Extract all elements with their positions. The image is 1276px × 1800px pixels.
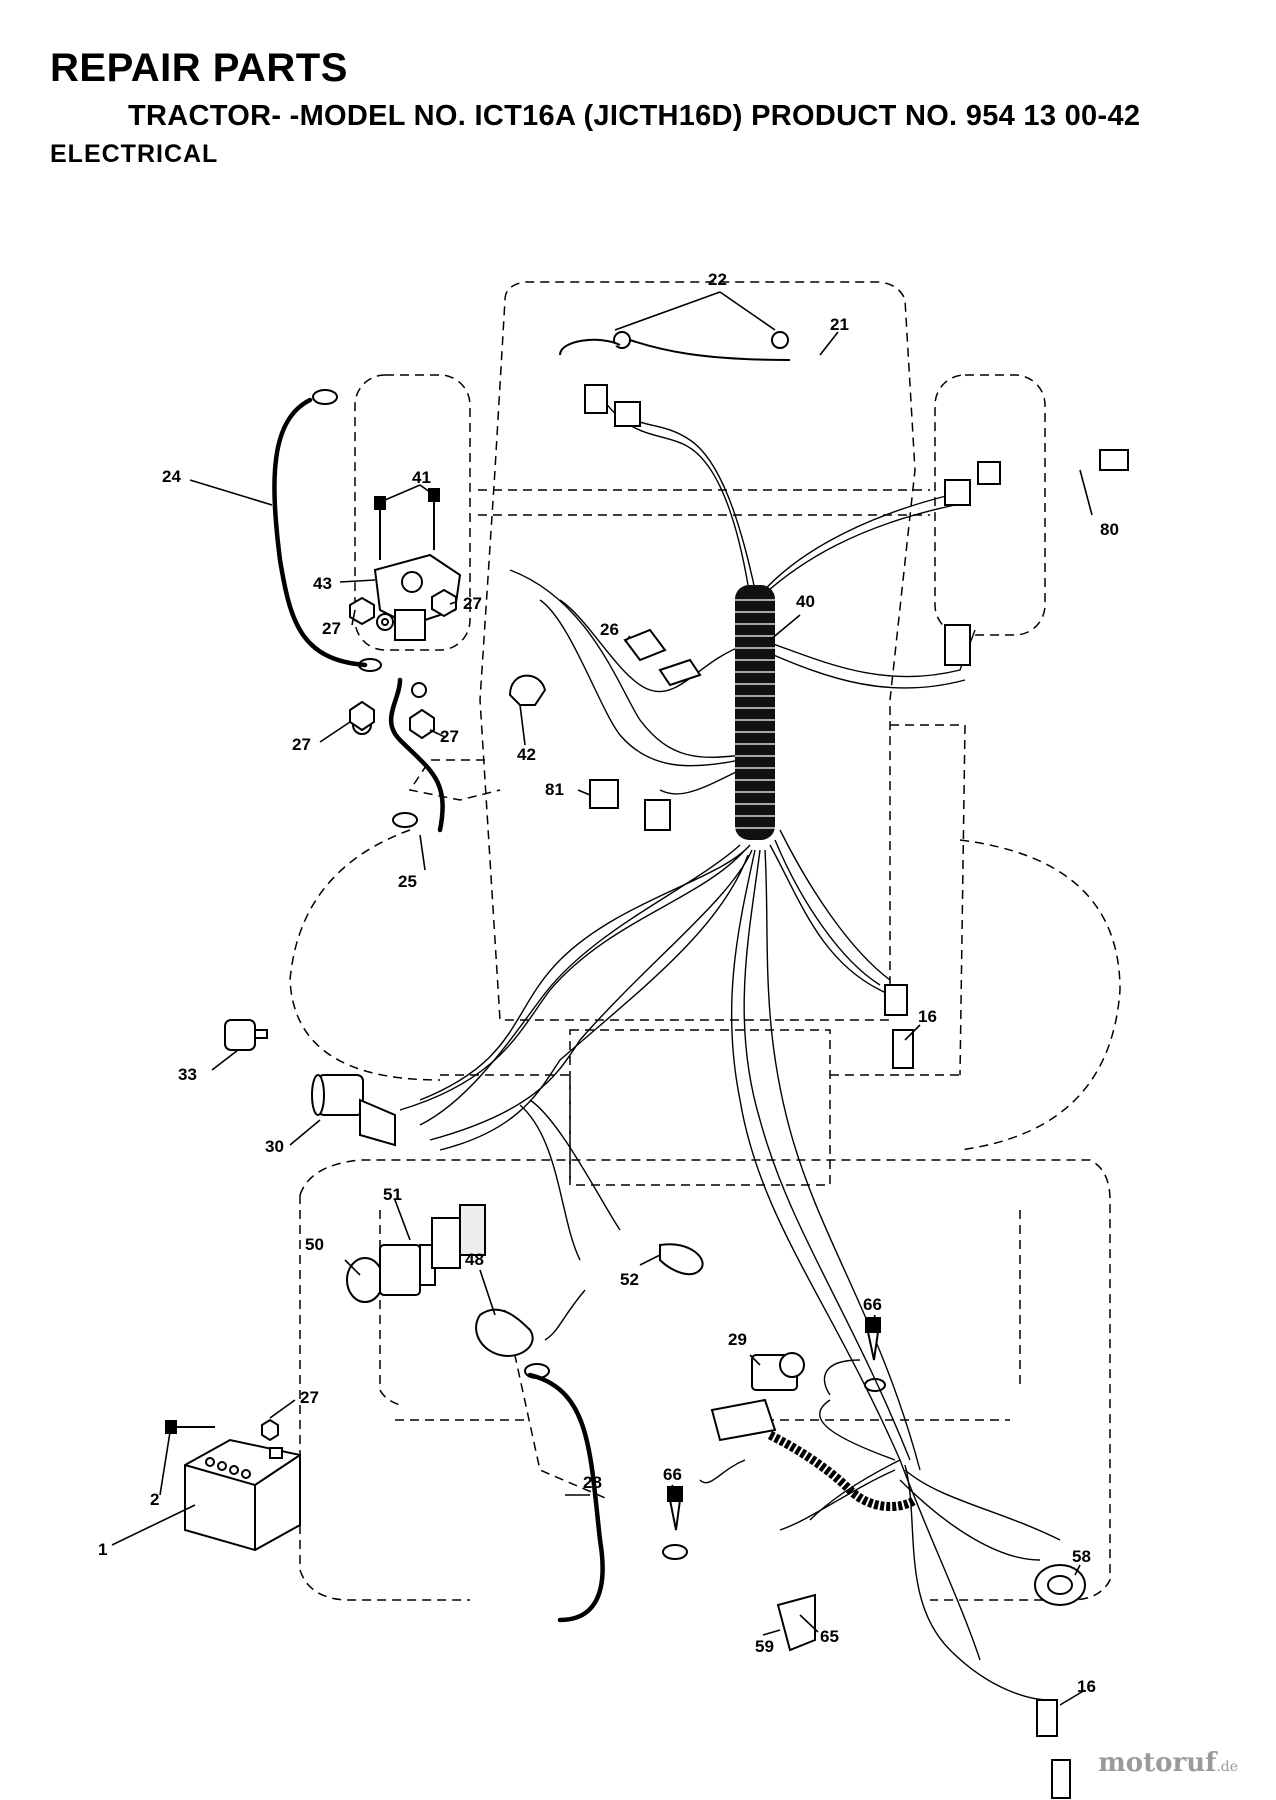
callout-25: 25 — [398, 872, 417, 891]
callout-66: 66 — [863, 1295, 882, 1314]
callout-27: 27 — [463, 594, 482, 613]
watermark-tld: .de — [1216, 1759, 1238, 1775]
callout-43: 43 — [313, 574, 332, 593]
nuts-27 — [261, 588, 457, 1442]
callout-22: 22 — [708, 270, 727, 289]
connectors — [559, 331, 1129, 1799]
misc-parts — [475, 674, 1086, 1652]
callout-21: 21 — [830, 315, 849, 334]
section-heading: ELECTRICAL — [50, 140, 219, 168]
callout-labels: 22 21 24 41 43 27 27 27 27 27 40 26 80 4… — [98, 270, 1119, 1696]
heavy-cables — [272, 397, 605, 1623]
solenoid-43 — [373, 488, 462, 641]
model-subtitle: TRACTOR- -MODEL NO. ICT16A (JICTH16D) PR… — [128, 100, 1141, 132]
leader-lines — [111, 291, 1093, 1706]
key-33 — [224, 1019, 268, 1051]
callout-50: 50 — [305, 1235, 324, 1254]
callout-41: 41 — [412, 468, 431, 487]
callout-42: 42 — [517, 745, 536, 764]
page-title: REPAIR PARTS — [50, 46, 348, 90]
callout-27: 27 — [292, 735, 311, 754]
callout-30: 30 — [265, 1137, 284, 1156]
callout-16: 16 — [1077, 1677, 1096, 1696]
relay-81 — [589, 628, 702, 831]
battery-1 — [165, 1420, 301, 1552]
callout-2: 2 — [150, 1490, 159, 1509]
callout-51: 51 — [383, 1185, 402, 1204]
callout-59: 59 — [755, 1637, 774, 1656]
pto-switch-50 — [346, 1204, 486, 1303]
chassis-outline — [289, 281, 1121, 1601]
callout-27: 27 — [322, 619, 341, 638]
callout-24: 24 — [162, 467, 181, 486]
watermark-brand: motoruf — [1098, 1748, 1217, 1778]
callout-66: 66 — [663, 1465, 682, 1484]
callout-81: 81 — [545, 780, 564, 799]
callout-52: 52 — [620, 1270, 639, 1289]
callout-29: 29 — [728, 1330, 747, 1349]
callout-27: 27 — [300, 1388, 319, 1407]
callout-16: 16 — [918, 1007, 937, 1026]
callout-1: 1 — [98, 1540, 107, 1559]
callout-26: 26 — [600, 620, 619, 639]
callout-48: 48 — [465, 1250, 484, 1269]
watermark-logo: motoruf.de — [1098, 1748, 1238, 1778]
callout-27: 27 — [440, 727, 459, 746]
callout-33: 33 — [178, 1065, 197, 1084]
callout-58: 58 — [1072, 1547, 1091, 1566]
conduit-40 — [735, 585, 775, 840]
conduit-lower — [767, 1430, 918, 1512]
callout-40: 40 — [796, 592, 815, 611]
callout-80: 80 — [1100, 520, 1119, 539]
callout-28: 28 — [583, 1473, 602, 1492]
ignition-switch-30 — [311, 1074, 396, 1147]
harness-wires — [399, 394, 1061, 1701]
callout-65: 65 — [820, 1627, 839, 1646]
